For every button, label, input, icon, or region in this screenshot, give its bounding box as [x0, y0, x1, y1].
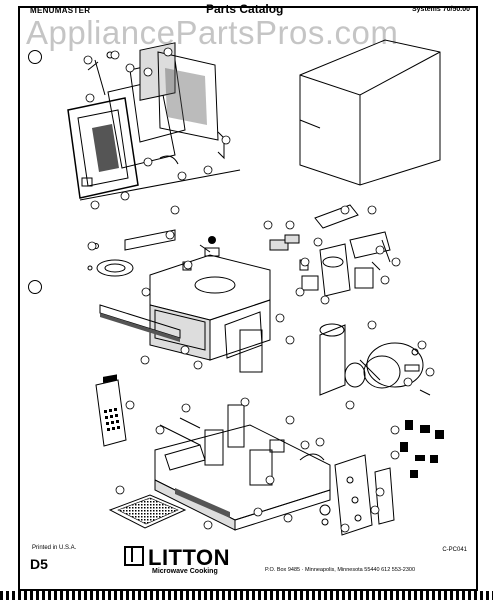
oven-cavity — [87, 229, 271, 373]
base-pan — [154, 404, 331, 531]
brand-subtitle: Microwave Cooking — [152, 568, 218, 575]
transformer-assembly — [269, 204, 391, 297]
catalog-title: Parts Catalog — [206, 2, 284, 16]
punch-hole-top — [28, 50, 42, 64]
company-address: P.O. Box 9485 · Minneapolis, Minnesota 5… — [265, 567, 416, 573]
watermark: AppliancePartsPros.com — [26, 14, 399, 51]
logo-mark — [124, 546, 144, 566]
brand-name: LITTON — [148, 545, 231, 570]
interlock-switches — [400, 420, 444, 478]
catalog-code: C-PC041 — [442, 547, 467, 553]
part-callouts — [83, 47, 435, 533]
blower-motor — [319, 323, 431, 396]
control-panel — [95, 374, 127, 447]
door-assembly — [67, 42, 241, 201]
systems-label: Systems 70/50.00 — [412, 6, 470, 13]
diagram-frame — [18, 6, 478, 591]
air-filter — [108, 494, 187, 529]
page-number: D5 — [30, 556, 48, 572]
cabinet-wrapper — [299, 39, 441, 186]
litton-logo: LITTON Microwave Cooking — [124, 545, 230, 575]
printed-in-label: Printed in U.S.A. — [32, 545, 77, 551]
bottom-edge-strip — [0, 591, 493, 600]
brand-header: MENUMASTER — [30, 6, 91, 15]
punch-hole-middle — [28, 280, 42, 294]
catalog-header: MENUMASTER Parts Catalog Systems 70/50.0… — [26, 2, 474, 18]
